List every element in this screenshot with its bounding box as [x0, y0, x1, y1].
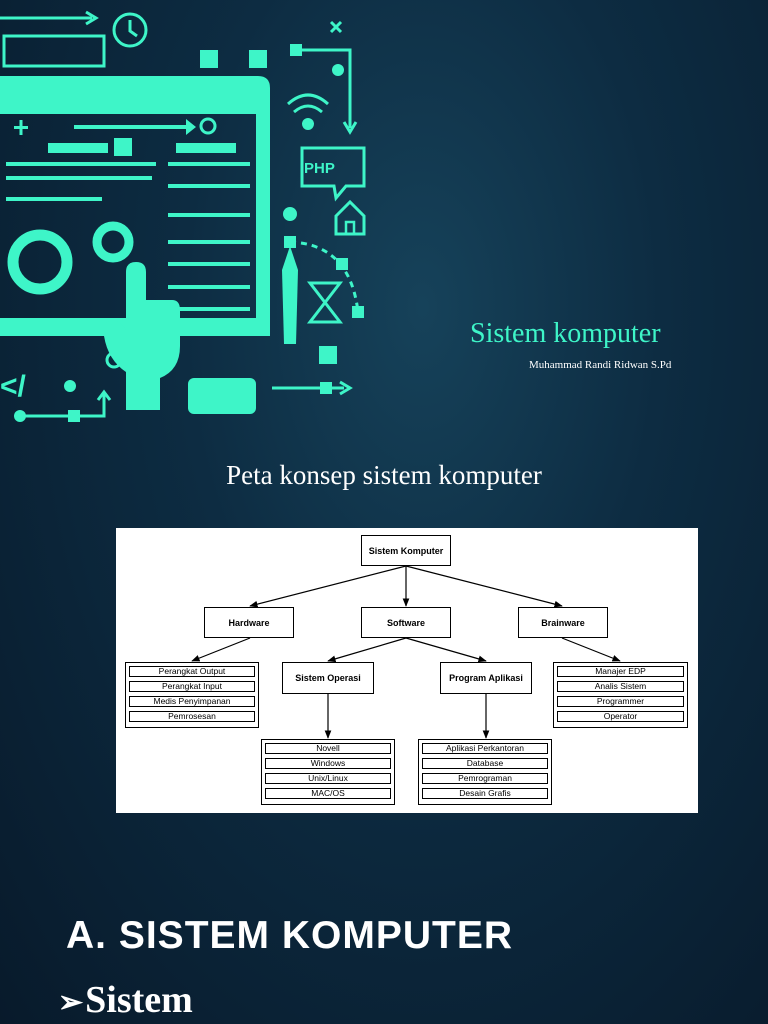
slide-title: Sistem komputer: [470, 318, 661, 349]
wifi-dot: [302, 118, 314, 130]
wifi-icon: [286, 93, 330, 114]
group-app-items: Aplikasi Perkantoran Database Pemrograma…: [418, 739, 552, 805]
list-item: Perangkat Input: [129, 681, 255, 692]
square-2: [249, 50, 267, 68]
php-bubble-icon: [300, 146, 366, 202]
node-software: Software: [361, 607, 451, 638]
pen-nib-icon: [282, 246, 298, 344]
group-brainware-items: Manajer EDP Analis Sistem Programmer Ope…: [553, 662, 688, 728]
rounded-button-shape: [188, 378, 256, 414]
pointing-hand-icon: [103, 262, 180, 410]
flow-line-right: [296, 48, 352, 128]
square-3: [319, 346, 337, 364]
bullet-item: ➢Sistem: [58, 978, 193, 1022]
node-brainware: Brainware: [518, 607, 608, 638]
group-hardware-items: Perangkat Output Perangkat Input Medis P…: [125, 662, 259, 728]
list-item: Pemrograman: [422, 773, 548, 784]
code-tag-label: </: [0, 370, 27, 403]
list-item: Operator: [557, 711, 684, 722]
list-item: Programmer: [557, 696, 684, 707]
flow-square: [290, 44, 302, 56]
code-dot: [64, 380, 76, 392]
list-item: MAC/OS: [265, 788, 391, 799]
bottom-flow-line: [18, 394, 106, 418]
list-item: Desain Grafis: [422, 788, 548, 799]
pen-dot: [283, 207, 297, 221]
flow-dot: [332, 64, 344, 76]
arrow-ring: [199, 117, 217, 135]
slide-author: Muhammad Randi Ridwan S.Pd: [529, 359, 672, 371]
list-item: Aplikasi Perkantoran: [422, 743, 548, 754]
list-item: Novell: [265, 743, 391, 754]
concept-map-title: Peta konsep sistem komputer: [226, 460, 542, 490]
coding-illustration: PHP </: [0, 10, 366, 422]
list-item: Medis Penyimpanan: [129, 696, 255, 707]
bullet-arrow-icon: ➢: [58, 986, 84, 1019]
list-item: Analis Sistem: [557, 681, 684, 692]
bullet-text: Sistem: [85, 979, 193, 1021]
list-item: Perangkat Output: [129, 666, 255, 677]
top-arrow-head: [85, 10, 99, 26]
square-1: [200, 50, 218, 68]
dashed-curve: [289, 240, 360, 313]
gear-large-icon: [7, 229, 73, 295]
list-item: Database: [422, 758, 548, 769]
hourglass-icon: [306, 281, 344, 324]
connector-lines: [191, 565, 621, 739]
flow-arrow-down: [342, 121, 358, 135]
node-sistem-operasi: Sistem Operasi: [282, 662, 374, 694]
bottom-flow-arrow: [96, 389, 112, 401]
list-item: Pemrosesan: [129, 711, 255, 722]
node-hardware: Hardware: [204, 607, 294, 638]
list-item: Windows: [265, 758, 391, 769]
right-arrow-head: [339, 380, 353, 396]
section-heading: A. SISTEM KOMPUTER: [66, 914, 514, 957]
browser-window-frame: [0, 76, 270, 336]
php-label: PHP: [304, 160, 335, 177]
house-icon: [334, 199, 366, 236]
header-rect-outline: [2, 34, 106, 68]
list-item: Manajer EDP: [557, 666, 684, 677]
clock-icon: [112, 12, 148, 48]
group-os-items: Novell Windows Unix/Linux MAC/OS: [261, 739, 395, 805]
gear-small-icon: [92, 221, 134, 263]
concept-map-diagram: Sistem Komputer Hardware Software Brainw…: [116, 528, 698, 813]
close-x-icon: [329, 20, 343, 34]
list-item: Unix/Linux: [265, 773, 391, 784]
node-sistem-komputer: Sistem Komputer: [361, 535, 451, 566]
node-program-aplikasi: Program Aplikasi: [440, 662, 532, 694]
